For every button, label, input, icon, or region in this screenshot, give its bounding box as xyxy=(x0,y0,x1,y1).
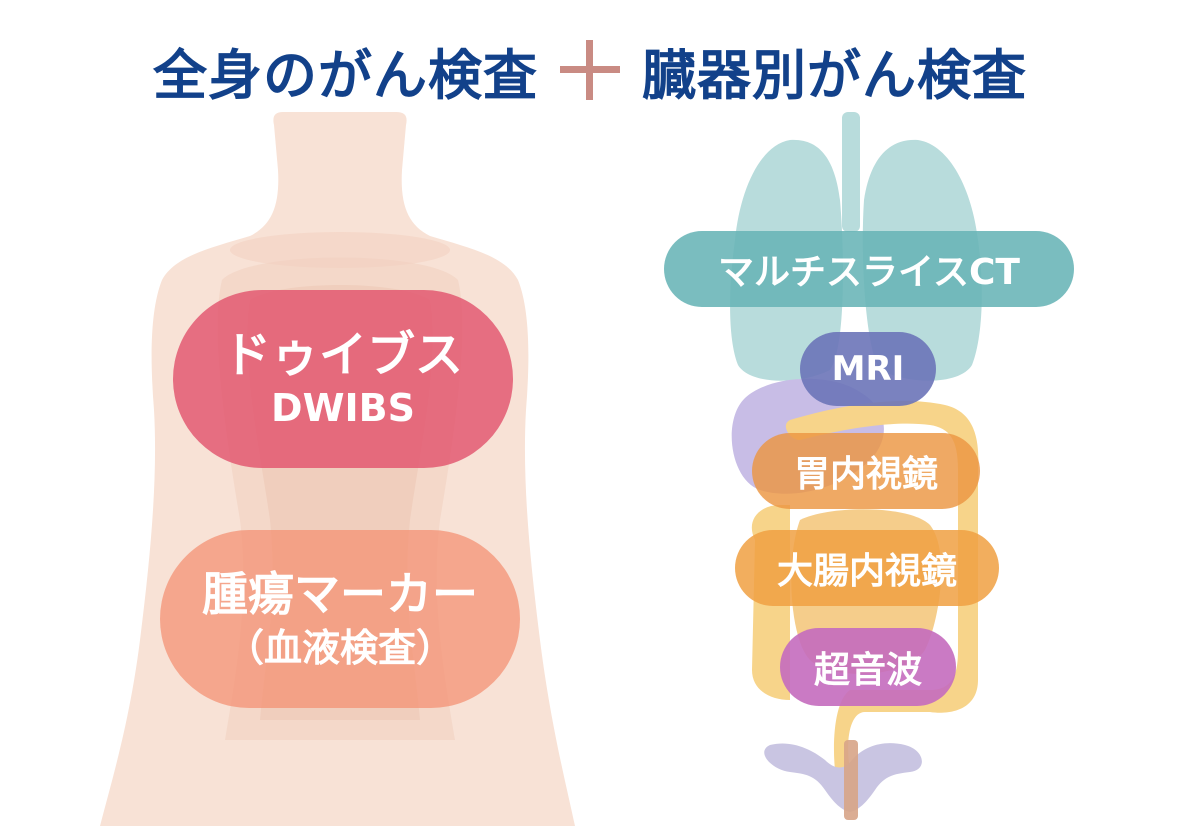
colonoscopy-test-label: 大腸内視鏡 xyxy=(735,530,999,606)
body-silhouette xyxy=(100,112,575,826)
tumor-marker-name: 腫瘍マーカー xyxy=(202,566,478,621)
gastroscopy-test-label: 胃内視鏡 xyxy=(752,433,980,509)
ct-test-name: マルチスライスCT xyxy=(718,252,1020,293)
dwibs-name: ドゥイブス xyxy=(222,326,463,383)
ultrasound-test-label: 超音波 xyxy=(780,628,956,706)
ultrasound-test-name: 超音波 xyxy=(813,650,922,691)
mri-test-name: MRI xyxy=(831,349,905,389)
tumor-marker-sub: （血液検査） xyxy=(225,625,454,670)
gastroscopy-test-name: 胃内視鏡 xyxy=(793,454,938,495)
colonoscopy-test-name: 大腸内視鏡 xyxy=(776,551,957,592)
dwibs-abbr: DWIBS xyxy=(271,385,415,430)
mri-test-label: MRI xyxy=(800,332,936,406)
plus-icon xyxy=(560,40,620,100)
page-title: 全身のがん検査 臓器別がん検査 xyxy=(0,30,1180,110)
dwibs-test-label: ドゥイブス DWIBS xyxy=(173,290,513,468)
title-organ-specific: 臓器別がん検査 xyxy=(642,43,1027,107)
ct-test-label: マルチスライスCT xyxy=(664,231,1074,307)
title-whole-body: 全身のがん検査 xyxy=(153,43,538,107)
tumor-marker-test-label: 腫瘍マーカー （血液検査） xyxy=(160,530,520,708)
uterus xyxy=(764,743,922,812)
